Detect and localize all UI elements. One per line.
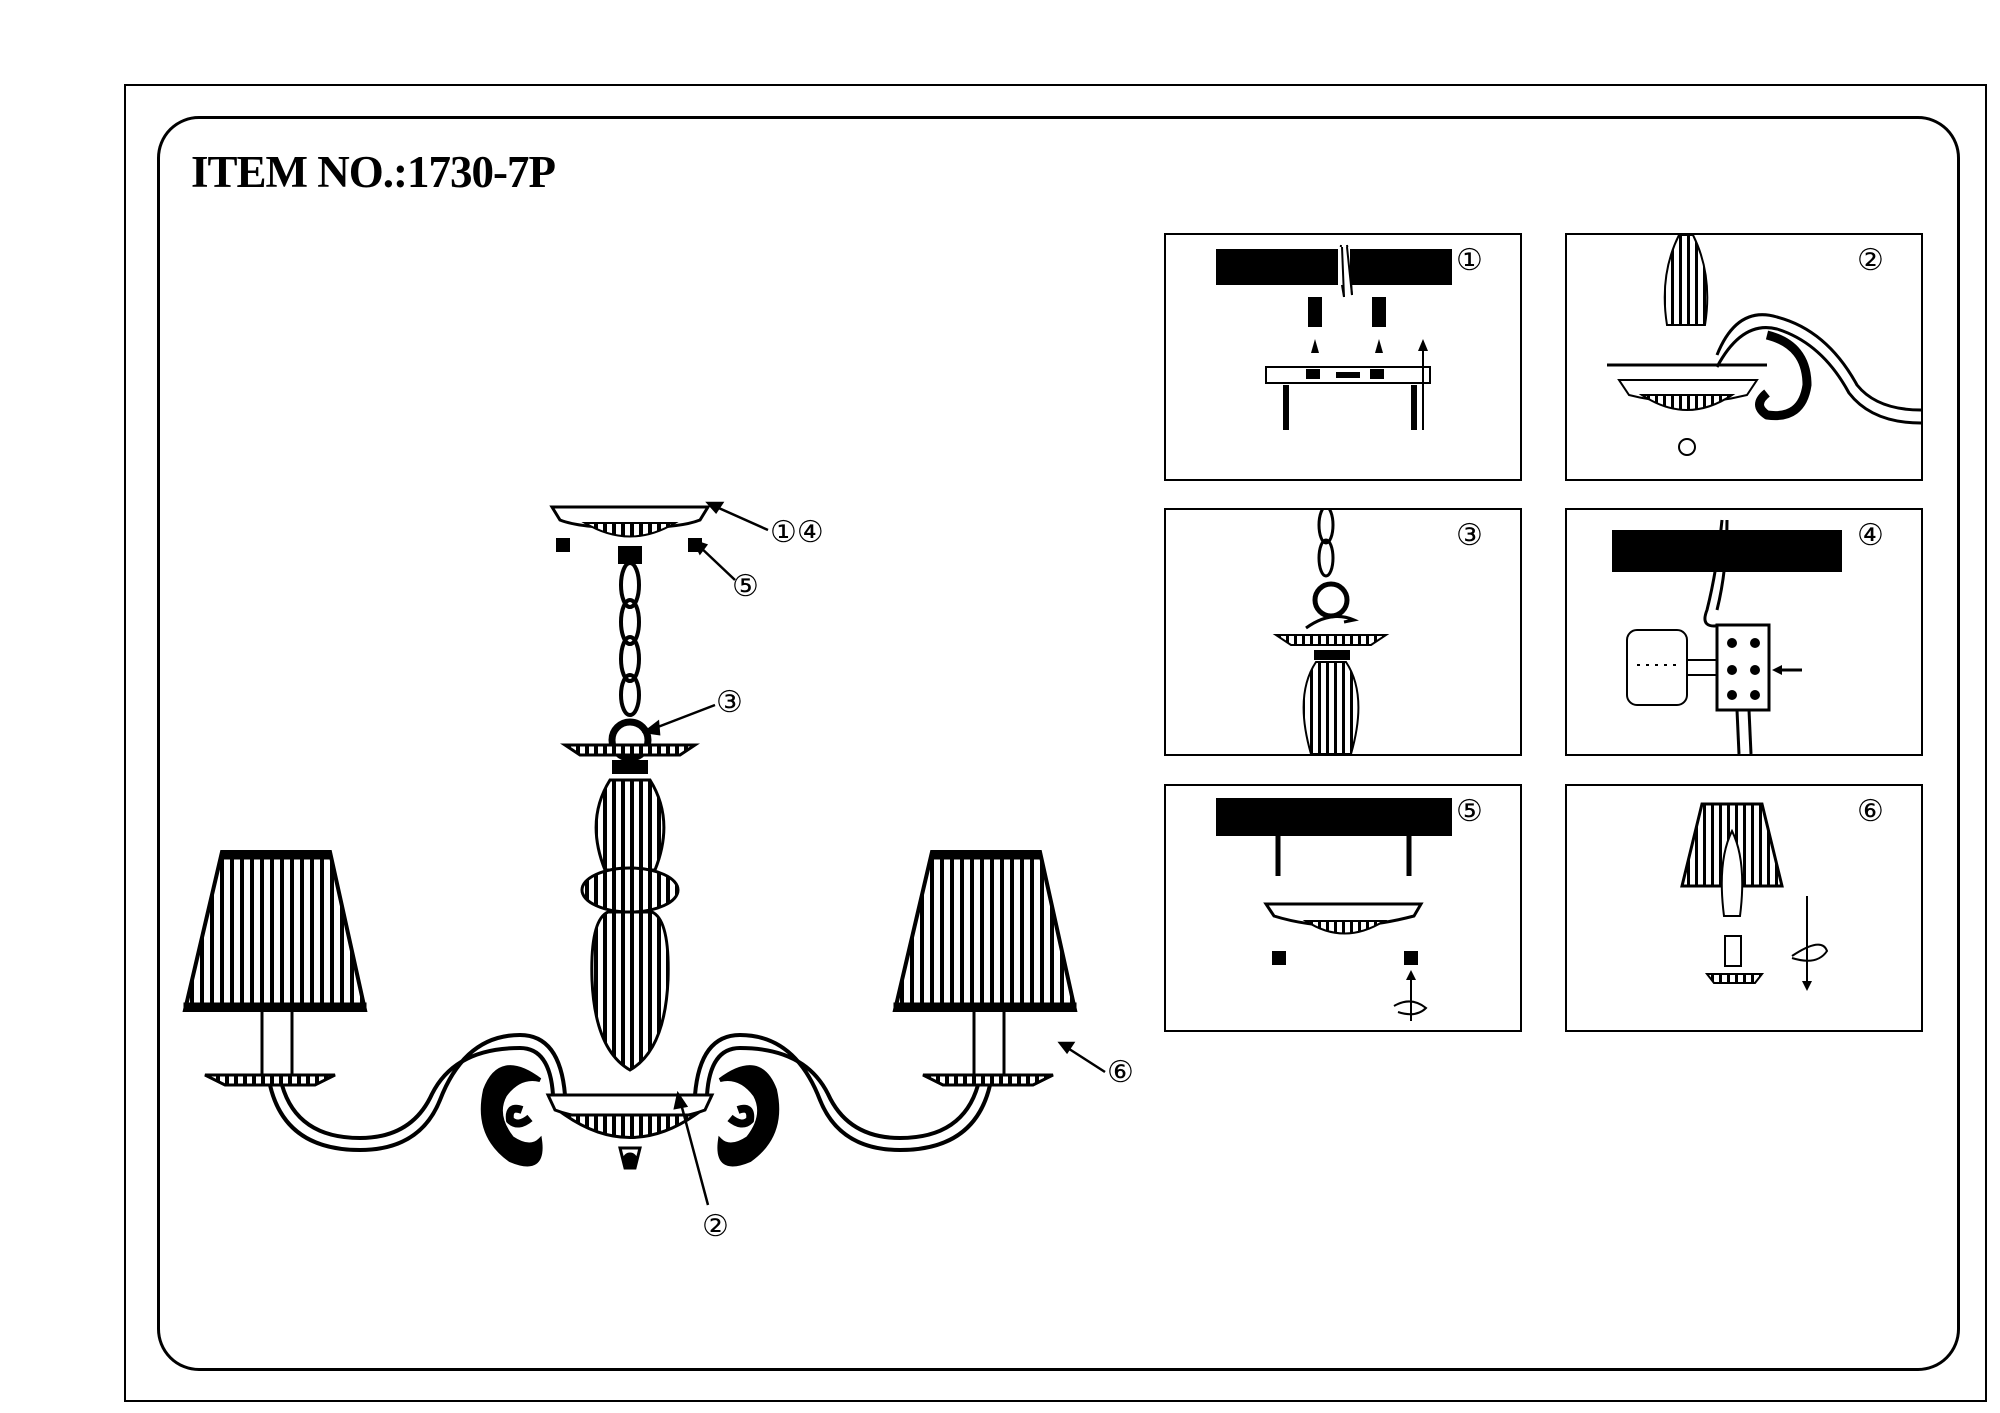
lamp-right [892,850,1078,1087]
step-2-illustration [1607,235,1921,456]
step-number: ① [1456,243,1483,278]
step-number: ⑥ [1857,794,1884,829]
chandelier-diagram: ①④ ⑤ ③ ② ⑥ [182,501,1134,1244]
sheet-frame [157,116,1960,1371]
scroll-right [717,1065,780,1167]
canopy [549,505,711,564]
step-panel-5: ⑤ [1164,784,1522,1032]
upper-cup [560,743,700,757]
step-panel-6: ⑥ [1565,784,1923,1032]
callout-shade: ⑥ [1107,1055,1134,1090]
scroll-left [480,1065,543,1167]
step-panel-1: ① [1164,233,1522,481]
callout-arm-body: ② [702,1209,729,1244]
step-panel-2: ② [1565,233,1923,481]
center-stem [580,778,680,1072]
chain [608,561,652,762]
step-5-illustration [1216,798,1452,1021]
outer-frame [124,84,1987,1402]
arm-left [268,1032,567,1153]
lamp-left [182,850,368,1087]
step-number: ② [1857,243,1884,278]
step-number: ⑤ [1456,794,1483,829]
step-number: ③ [1456,518,1483,553]
callout-canopy: ①④ [770,515,824,550]
arm-right [693,1032,992,1153]
leader-lines [641,501,1106,1206]
canopy-screw-left [556,538,570,552]
step-3-illustration [1272,510,1390,754]
step-panel-3: ③ [1164,508,1522,756]
step-6-illustration [1680,802,1829,991]
callout-screws: ⑤ [732,569,759,604]
item-number-title: ITEM NO.:1730-7P [191,147,556,197]
step-panel-4: ④ [1565,508,1923,756]
step-4-illustration [1612,519,1842,754]
callout-chain: ③ [716,685,743,720]
bottom-bowl [545,1093,715,1170]
step-number: ④ [1857,518,1884,553]
step-1-illustration [1216,244,1452,430]
